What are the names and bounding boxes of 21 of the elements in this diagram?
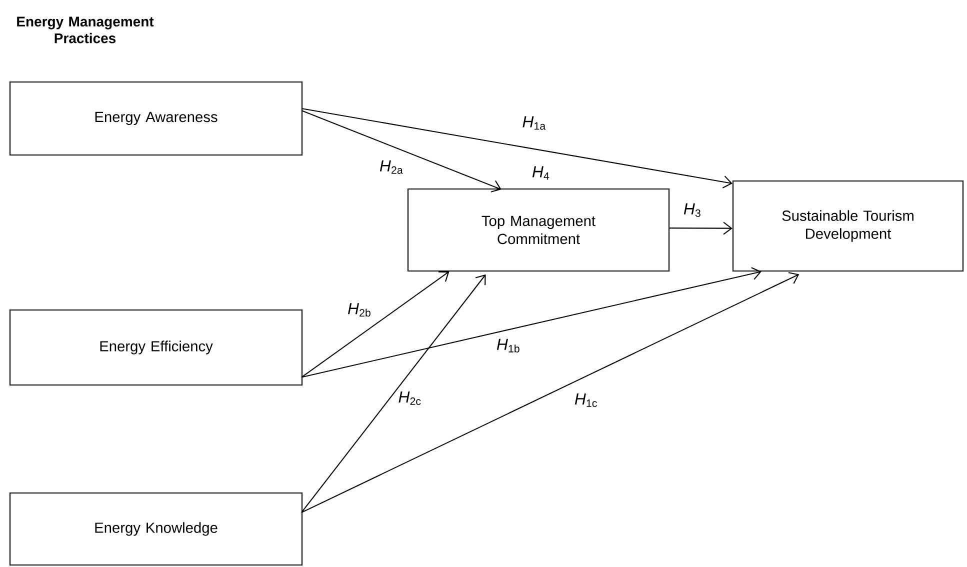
edge-label: H$_{3}$ [682, 202, 703, 218]
construct-box: Energy Efficiency [9, 309, 303, 386]
hypothesis-label: H$_{4}$ [532, 166, 550, 180]
edge-label: H$_{2b}$ [346, 302, 373, 318]
arrow [301, 108, 732, 188]
edge-label: H$_{1a}$ [520, 114, 548, 132]
edge-label: H$_{1b}$ [495, 338, 522, 354]
construct-box: Sustainable Tourism Development [732, 180, 964, 272]
edge-label: H$_{2c}$ [396, 390, 424, 406]
arrow [668, 222, 732, 235]
edge-label: H$_{1c}$ [573, 392, 600, 408]
arrow [301, 274, 486, 513]
construct-box: Top Management Commitment [407, 188, 670, 272]
arrow [301, 267, 762, 378]
construct-box: Energy Knowledge [9, 492, 303, 566]
arrow [301, 110, 502, 192]
construct-box: Energy Awareness [9, 81, 303, 156]
heading: Energy Management Practices [17, 16, 154, 44]
arrow [301, 272, 800, 514]
edge-label: H$_{2a}$ [378, 159, 405, 176]
arrow [301, 271, 450, 378]
